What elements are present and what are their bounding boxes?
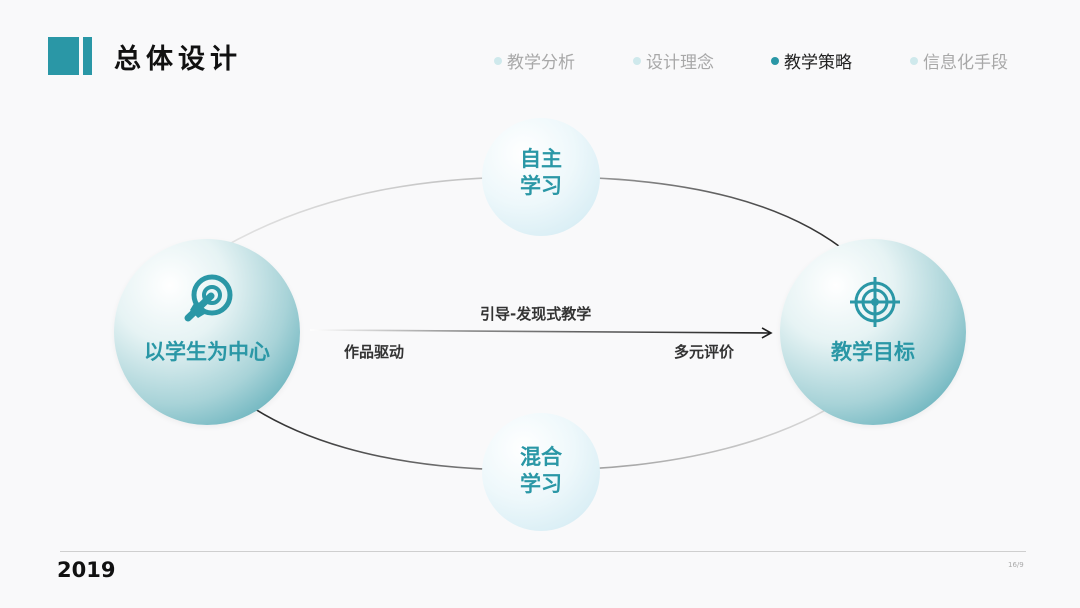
node-blended-learning [482, 413, 600, 531]
nav-dot-icon [633, 56, 641, 65]
target-hand-icon [184, 274, 233, 322]
node-student-centered [114, 239, 300, 425]
node-blended-learning-label: 混合 学习 [482, 444, 600, 498]
footer-year: 2019 [57, 558, 116, 582]
nav-item-analysis[interactable]: 教学分析 [494, 48, 575, 73]
node-student-centered-label: 以学生为中心 [144, 340, 270, 364]
nav-dot-icon [910, 56, 918, 65]
node-teaching-goal-label: 教学目标 [831, 340, 915, 364]
label-line: 混合 [520, 445, 562, 469]
center-flow-label: 引导-发现式教学 [480, 305, 592, 323]
nav-item-strategy[interactable]: 教学策略 [771, 48, 852, 73]
node-self-learning-label: 自主 学习 [482, 146, 600, 200]
label-line: 自主 [520, 147, 562, 171]
node-self-learning [482, 118, 600, 236]
nav-dot-icon [771, 56, 779, 65]
nav-item-label: 信息化手段 [923, 53, 1008, 73]
label-line: 学习 [520, 174, 562, 198]
center-arrow [309, 327, 773, 339]
page-number: 16/9 [1008, 561, 1024, 569]
nav-item-media[interactable]: 信息化手段 [910, 48, 1008, 73]
node-teaching-goal [780, 239, 966, 425]
nav-item-label: 教学策略 [784, 53, 852, 73]
nav-dot-icon [494, 56, 502, 65]
left-sub-label: 作品驱动 [344, 343, 405, 361]
target-crosshair-icon [850, 277, 900, 327]
nav-item-concept[interactable]: 设计理念 [633, 48, 714, 73]
page-title: 总体设计 [114, 44, 242, 75]
nav-item-label: 设计理念 [646, 53, 714, 73]
right-sub-label: 多元评价 [674, 343, 735, 361]
nav-item-label: 教学分析 [507, 53, 575, 73]
footer-divider [60, 551, 1026, 552]
label-line: 学习 [520, 472, 562, 496]
logo-mark [48, 37, 92, 75]
